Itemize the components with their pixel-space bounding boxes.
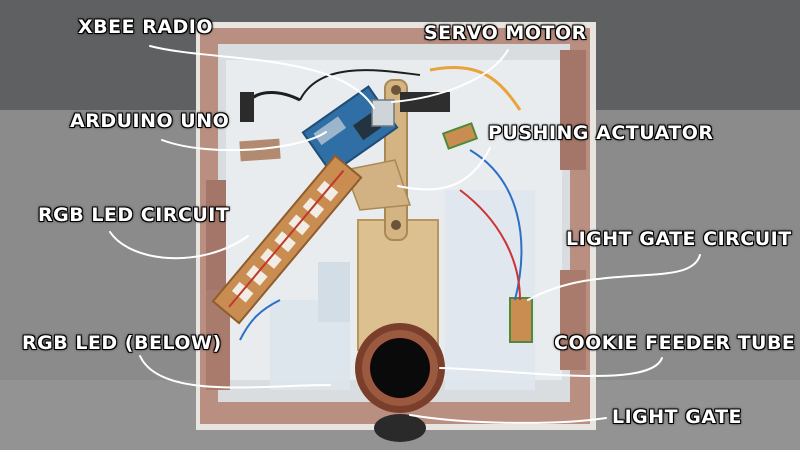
label-xbee-radio: XBEE RADIO bbox=[78, 16, 214, 38]
label-servo-motor: SERVO MOTOR bbox=[424, 22, 587, 44]
label-pushing-actuator: PUSHING ACTUATOR bbox=[488, 122, 714, 144]
label-rgb-led-circuit: RGB LED CIRCUIT bbox=[38, 204, 230, 226]
label-rgb-led-below: RGB LED (BELOW) bbox=[22, 332, 222, 354]
label-light-gate-circuit: LIGHT GATE CIRCUIT bbox=[566, 228, 792, 250]
label-light-gate: LIGHT GATE bbox=[612, 406, 743, 428]
label-arduino-uno: ARDUINO UNO bbox=[70, 110, 230, 132]
label-cookie-feeder-tube: COOKIE FEEDER TUBE bbox=[554, 332, 796, 354]
